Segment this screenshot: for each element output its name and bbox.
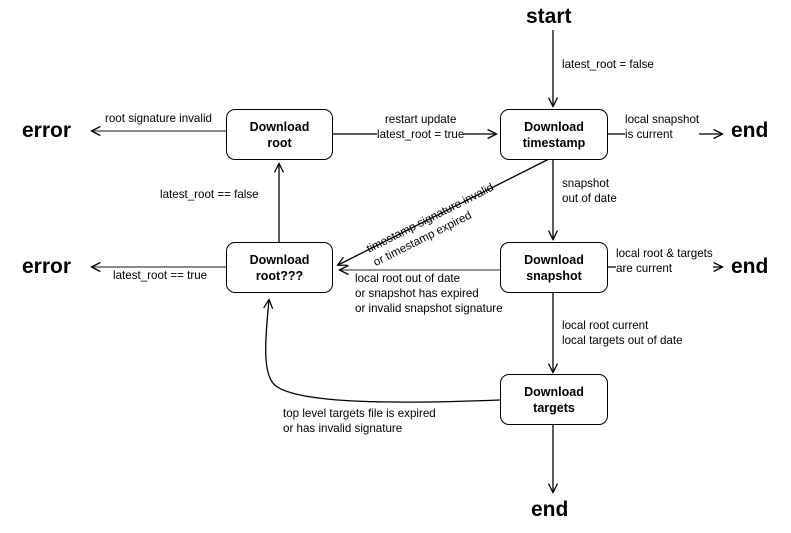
node-download-timestamp[interactable]: Download timestamp bbox=[500, 109, 608, 160]
node-download-root-line1: Download bbox=[249, 119, 310, 134]
edge-label-timestamp-to-end: local snapshot is current bbox=[625, 112, 700, 142]
node-download-targets-line2: targets bbox=[533, 400, 575, 415]
edge-label-line3: or invalid snapshot signature bbox=[355, 302, 503, 315]
edge-label-line2: out of date bbox=[562, 192, 617, 205]
edge-label-line2: are current bbox=[616, 262, 673, 275]
edge-label-snapshot-to-root-q: local root out of date or snapshot has e… bbox=[355, 271, 503, 316]
node-download-timestamp-line2: timestamp bbox=[522, 135, 586, 150]
edge-label-line1: local root & targets bbox=[616, 247, 713, 260]
edge-label-line1: snapshot bbox=[562, 177, 610, 190]
terminal-start: start bbox=[526, 5, 572, 28]
edge-label-start-to-timestamp: latest_root = false bbox=[562, 57, 654, 72]
terminal-end-snapshot: end bbox=[731, 255, 769, 278]
edge-label-root-q-to-error: latest_root == true bbox=[113, 268, 208, 283]
edge-label-timestamp-to-snapshot: snapshot out of date bbox=[562, 176, 617, 206]
edge-label-line1: local root current bbox=[562, 319, 649, 332]
edge-label-line1: local root out of date bbox=[355, 272, 461, 285]
edge-label-root-q-to-root: latest_root == false bbox=[160, 187, 259, 202]
edge-label-line1: local snapshot bbox=[625, 113, 700, 126]
edge-label-line: latest_root == true bbox=[113, 269, 208, 282]
edge-label-line1: top level targets file is expired bbox=[283, 407, 436, 420]
connector-timestamp-to-root-q bbox=[338, 158, 550, 265]
edge-label-targets-to-root-q: top level targets file is expired or has… bbox=[283, 406, 436, 436]
edge-label-line2: or snapshot has expired bbox=[355, 287, 479, 300]
edge-label-line2: or has invalid signature bbox=[283, 422, 403, 435]
terminal-end-timestamp: end bbox=[731, 119, 769, 142]
edge-label-line2: is current bbox=[625, 128, 673, 141]
node-download-snapshot[interactable]: Download snapshot bbox=[500, 242, 608, 293]
edge-label-line: latest_root = false bbox=[562, 58, 654, 71]
node-download-root-q-line2: root??? bbox=[255, 268, 304, 283]
terminal-error-root: error bbox=[22, 119, 72, 142]
edge-label-snapshot-to-targets: local root current local targets out of … bbox=[562, 318, 683, 348]
edge-label-line1: restart update bbox=[384, 113, 457, 126]
node-download-targets[interactable]: Download targets bbox=[500, 374, 608, 425]
edge-label-snapshot-to-end: local root & targets are current bbox=[616, 246, 713, 276]
terminal-end-targets: end bbox=[531, 498, 569, 521]
edge-label-root-to-timestamp: restart update latest_root = true bbox=[377, 112, 465, 142]
edge-label-line2: latest_root = true bbox=[377, 128, 465, 141]
node-download-root[interactable]: Download root bbox=[226, 109, 333, 160]
node-download-root-line2: root bbox=[267, 135, 292, 150]
edge-label-line: latest_root == false bbox=[160, 188, 259, 201]
edge-label-line: root signature invalid bbox=[105, 112, 212, 125]
node-download-root-q-line1: Download bbox=[249, 252, 310, 267]
terminal-error-root-q: error bbox=[22, 255, 72, 278]
connector-targets-to-root-q bbox=[266, 300, 501, 403]
node-download-root-q[interactable]: Download root??? bbox=[226, 242, 333, 293]
node-download-targets-line1: Download bbox=[524, 384, 584, 399]
node-download-timestamp-line1: Download bbox=[524, 119, 584, 134]
node-download-snapshot-line2: snapshot bbox=[526, 268, 582, 283]
node-download-snapshot-line1: Download bbox=[524, 252, 584, 267]
edge-label-root-to-error: root signature invalid bbox=[105, 111, 212, 126]
edge-label-line2: local targets out of date bbox=[562, 334, 683, 347]
